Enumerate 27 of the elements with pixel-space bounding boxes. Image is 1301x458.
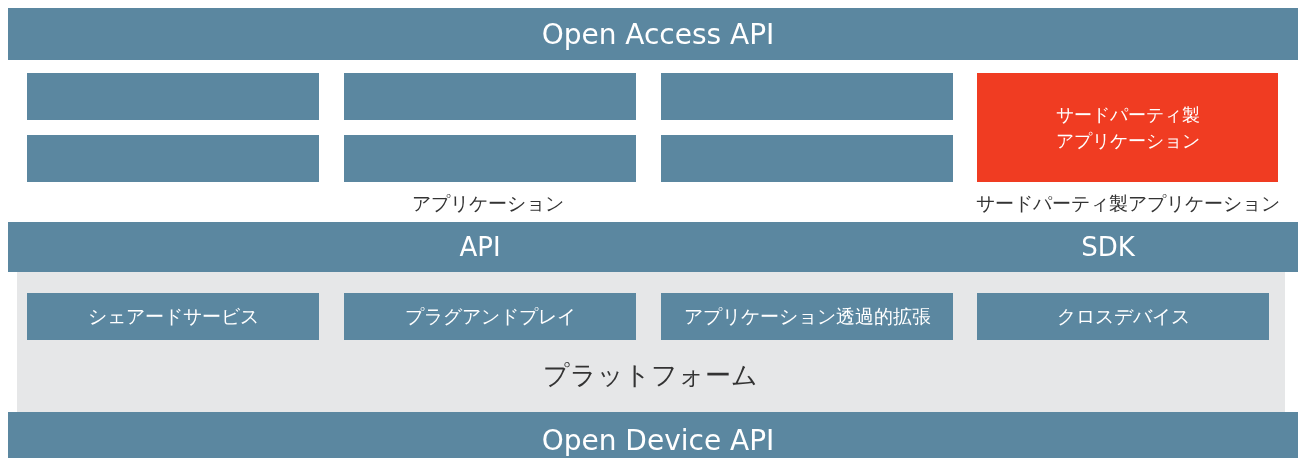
module-box <box>661 73 953 120</box>
group-caption: アプリケーション <box>412 191 564 216</box>
module-label: プラグアンドプレイ <box>404 303 576 329</box>
module-box <box>344 293 636 340</box>
module-box <box>27 73 319 120</box>
module-box <box>27 135 319 182</box>
module-label: サードパーティ製アプリケーション <box>1054 103 1201 153</box>
group-caption: サードパーティ製アプリケーション <box>975 191 1280 216</box>
module-label: シェアードサービス <box>87 303 259 329</box>
module-label: アプリケーション透過的拡張 <box>683 303 931 329</box>
application-box <box>977 73 1278 182</box>
layer-title: SDK <box>1081 232 1135 262</box>
panel-title: プラットフォーム <box>542 359 758 392</box>
layer-bar <box>8 8 1298 60</box>
layer-title: Open Device API <box>541 424 775 457</box>
module-box <box>344 73 636 120</box>
module-box <box>344 135 636 182</box>
layer-title: Open Access API <box>541 18 775 51</box>
module-box <box>27 293 319 340</box>
platform-panel <box>17 272 1285 412</box>
layer-bar <box>8 222 1298 272</box>
layer-bar <box>8 412 1298 458</box>
module-box <box>977 293 1269 340</box>
module-box <box>661 293 953 340</box>
module-box <box>661 135 953 182</box>
layer-title: API <box>459 232 501 262</box>
module-label: クロスデバイス <box>1056 303 1190 329</box>
